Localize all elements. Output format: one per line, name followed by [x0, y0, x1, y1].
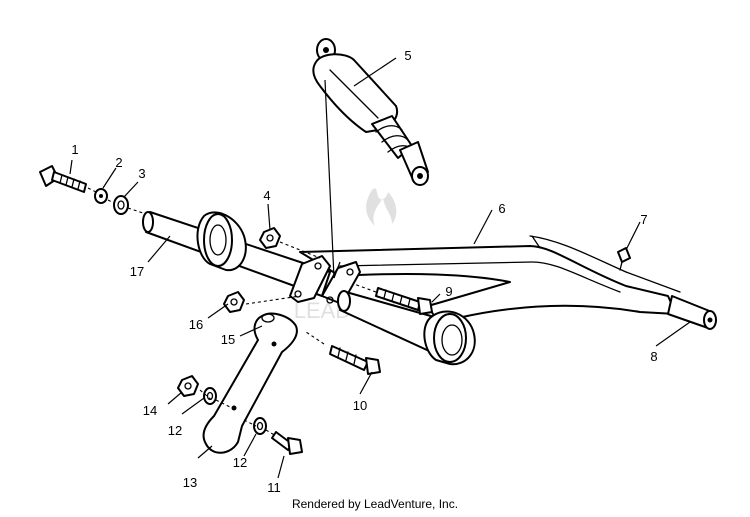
a-arm — [299, 235, 681, 323]
callout-12-upper: 12 — [168, 423, 182, 438]
nut-4 — [259, 227, 281, 249]
washer-3 — [113, 195, 129, 215]
footer-credit: Rendered by LeadVenture, Inc. — [292, 497, 458, 511]
callout-7: 7 — [640, 212, 647, 227]
callout-6: 6 — [498, 201, 505, 216]
bolt-11 — [271, 431, 303, 455]
callout-9: 9 — [445, 284, 452, 299]
washer-12-lower — [253, 417, 267, 435]
callout-5: 5 — [404, 48, 411, 63]
callout-8: 8 — [650, 349, 657, 364]
callout-16: 16 — [189, 317, 203, 332]
callout-13: 13 — [183, 475, 197, 490]
pivot-tube — [667, 295, 717, 330]
bolt-10 — [329, 345, 381, 375]
callout-11: 11 — [267, 480, 281, 495]
alignment-lines — [87, 79, 377, 437]
mount-bracket — [289, 255, 361, 305]
cross-tube — [337, 290, 476, 366]
link-arm — [202, 312, 298, 454]
callout-2: 2 — [115, 155, 122, 170]
nut-14 — [177, 375, 199, 397]
callout-1: 1 — [71, 142, 78, 157]
washer-12-upper — [203, 387, 217, 405]
bolt-1 — [39, 165, 87, 193]
nut-16 — [223, 291, 245, 313]
callout-3: 3 — [138, 166, 145, 181]
washer-2 — [94, 188, 108, 204]
callout-4: 4 — [263, 188, 270, 203]
callout-12-lower: 12 — [233, 455, 247, 470]
callout-17: 17 — [130, 264, 144, 279]
shock-absorber — [312, 38, 429, 186]
bolt-9 — [375, 287, 433, 315]
callout-14: 14 — [143, 403, 157, 418]
callout-10: 10 — [353, 398, 367, 413]
callout-labels: 1 2 3 4 5 6 7 8 9 10 11 12 12 13 14 15 1… — [71, 48, 657, 495]
callout-leaders — [69, 57, 691, 479]
grease-fitting-7 — [617, 247, 631, 271]
callout-15: 15 — [221, 332, 235, 347]
